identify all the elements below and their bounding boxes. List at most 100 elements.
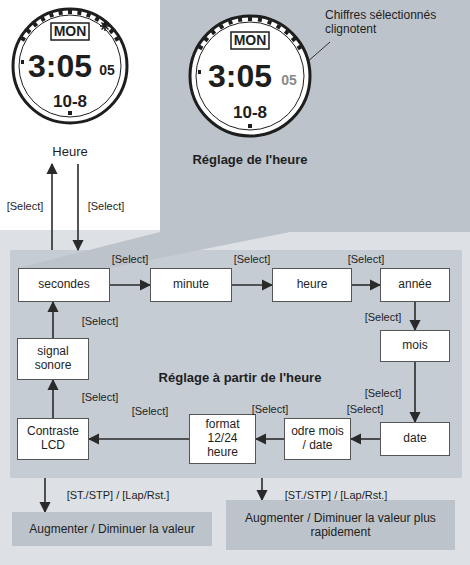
dial-segment [238,18,243,22]
dial-segment [42,18,44,22]
bottom-mark [68,111,72,115]
box-label: format 12/24 heure [193,418,252,459]
text-slot: MON [54,23,87,40]
process-box: heure [272,268,352,302]
box-label: odre mois / date [288,425,347,453]
text-slot: 05 [99,62,115,79]
panel: Chiffres sélectionnés clignotentRéglage … [160,0,470,232]
dial-segment [212,31,215,34]
dial-segment [58,11,63,15]
connector-arrow [110,284,150,286]
label-slot: [Select] [252,399,289,417]
box-label: Augmenter / Diminuer la valeur [29,522,194,536]
edge-label: [Select] [82,315,119,327]
dial-segment [221,25,223,29]
bottom-mark [248,124,252,128]
connector-arrow [351,438,380,440]
day-frame [231,32,269,49]
connector-arrow [256,438,284,440]
connector-arrow [44,478,46,512]
inner-panel [10,250,462,478]
lcd-text: MON [54,23,87,40]
label-slot: [ST./STP] / [Lap/Rst.] [285,485,388,503]
connector-arrow [232,284,272,286]
edge-label: [Select] [252,403,289,415]
dial-segment [199,47,203,49]
process-box: format 12/24 heure [189,414,256,463]
connector-arrow [352,284,380,286]
box-label: année [398,278,431,292]
lcd-text: MON [234,32,267,49]
text-slot: 3:05 [208,57,272,95]
label-slot: [Select] [132,401,169,419]
edge-label: [Select] [365,311,402,323]
label-slot: [Select] [365,383,402,401]
dial-segment [51,13,52,17]
label-slot: [Select] [234,249,271,267]
dial-segment [292,38,295,41]
dial-segment [269,21,270,25]
label-slot: [Select] [82,311,119,329]
panel: Réglage à partir de l'heure secondes minut… [10,250,462,478]
watch-bezel [190,16,310,136]
watch-display: MON 3:05 05 10-8 [185,10,315,142]
text-slot: 10-8 [53,92,87,112]
connector-arrow [52,302,54,338]
process-box: mois [380,330,450,362]
callout-panel [160,0,470,232]
sun-symbol [102,23,109,30]
lcd-text: 3:05 [28,47,92,85]
dial-segment [115,38,119,40]
dial-segment [285,31,288,34]
text-slot: Réglage à partir de l'heure [159,370,322,386]
text-slot: Réglage de l'heure [192,152,307,168]
lcd-text: 3:05 [208,57,272,95]
dial-segment [88,13,89,17]
dial-segment [258,18,263,22]
panel-text: Réglage à partir de l'heure [159,370,322,386]
edge-label: [Select] [112,253,149,265]
lcd-text: 05 [281,72,297,89]
dial-segment [248,17,252,21]
watch-bezel [13,9,127,123]
process-box: Contraste LCD [17,418,89,460]
edge-label: [Select] [348,253,385,265]
process-box: date [380,422,450,456]
edge-label: [ST./STP] / [Lap/Rst.] [67,489,170,501]
connector-arrow [414,302,416,330]
edge-label: [Select] [88,200,125,212]
label-slot: [Select] [112,249,149,267]
connector-arrow [261,478,263,500]
outer-panel [0,230,470,565]
box-label: Augmenter / Diminuer la valeur plus rapi… [234,511,447,540]
dial-segment [96,18,98,22]
watch-ring [196,22,304,130]
dial-segment [27,30,30,33]
process-box: odre mois / date [284,418,351,460]
process-box: minute [150,268,232,302]
panel-text: Chiffres sélectionnés clignotent [325,8,460,37]
panel-text: Réglage de l'heure [192,152,307,168]
box-label: heure [297,278,328,292]
side-mark [198,70,201,74]
edge-label: [Select] [234,253,271,265]
text-slot: 3:05 [28,47,92,85]
box-label: mois [402,339,427,353]
result-band: Augmenter / Diminuer la valeur plus rapi… [226,500,455,550]
edge-label: [Select] [7,200,44,212]
watch-display: MON 3:05 05 10-8Heure [10,4,130,164]
dial-segment [278,25,280,29]
box-label: secondes [38,278,89,292]
dial-segment [230,21,231,25]
edge-label: [ST./STP] / [Lap/Rst.] [285,489,388,501]
dial-segment [110,30,113,33]
text-slot: 10-8 [233,103,267,123]
dial-segment [68,10,72,14]
lcd-text: 05 [99,62,115,79]
connector-arrow [77,164,79,250]
caption: Heure [52,144,87,160]
connector-arrow [52,380,54,418]
box-label: minute [173,278,209,292]
text-slot: 05 [281,72,297,89]
connector-arrow [89,438,189,440]
